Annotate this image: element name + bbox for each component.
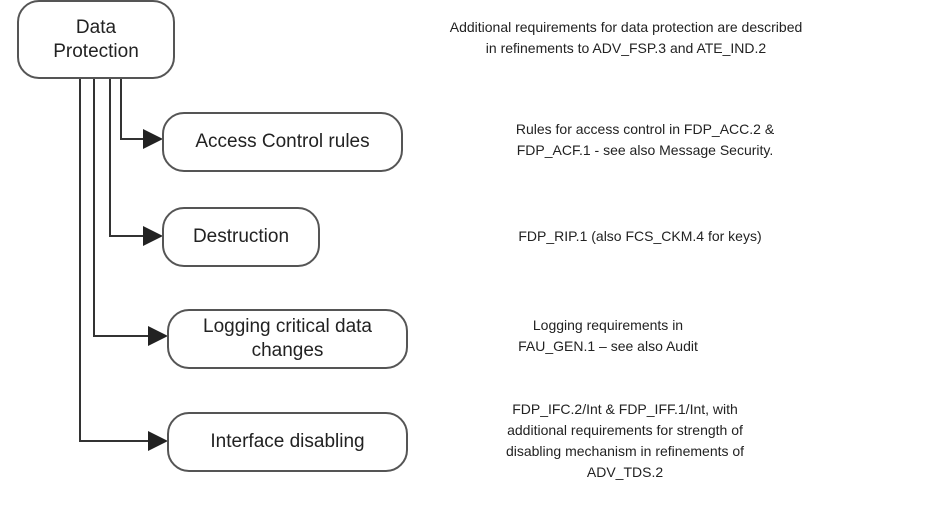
note-line: Additional requirements for data protect…: [449, 19, 803, 35]
note-line: disabling mechanism in refinements of: [505, 443, 745, 459]
connector-destruction: [109, 78, 163, 246]
node-label: Interface disabling: [210, 431, 365, 452]
note-logging: Logging requirements in FAU_GEN.1 – see …: [518, 315, 698, 357]
node-label: Destruction: [192, 226, 290, 247]
connector-logging: [93, 78, 168, 346]
node-label: Access Control rules: [195, 131, 370, 152]
note-line: Logging requirements in: [532, 317, 684, 333]
note-line: FDP_RIP.1 (also FCS_CKM.4 for keys): [518, 228, 762, 244]
node-logging: Logging critical data changes: [167, 309, 408, 369]
note-line: FDP_IFC.2/Int & FDP_IFF.1/Int, with: [512, 401, 738, 417]
node-access-control: Access Control rules: [162, 112, 403, 172]
root-label-line2: Protection: [53, 40, 139, 62]
note-line: additional requirements for strength of: [507, 422, 743, 438]
root-node: Data Protection: [17, 0, 175, 79]
note-line: FDP_ACF.1 - see also Message Security.: [516, 142, 774, 158]
connector-interface: [79, 78, 168, 451]
note-line: ADV_TDS.2: [586, 464, 664, 480]
note-interface: FDP_IFC.2/Int & FDP_IFF.1/Int, with addi…: [506, 399, 744, 483]
note-line: Rules for access control in FDP_ACC.2 &: [515, 121, 775, 137]
note-line: FAU_GEN.1 – see also Audit: [518, 338, 698, 354]
connector-access: [120, 78, 163, 149]
header-note: Additional requirements for data protect…: [450, 17, 803, 59]
root-label-line1: Data: [75, 16, 117, 38]
note-line: in refinements to ADV_FSP.3 and ATE_IND.…: [485, 40, 767, 56]
node-interface: Interface disabling: [167, 412, 408, 472]
note-access-control: Rules for access control in FDP_ACC.2 & …: [516, 119, 774, 161]
note-destruction: FDP_RIP.1 (also FCS_CKM.4 for keys): [518, 226, 761, 247]
node-label: Logging critical data changes: [203, 316, 372, 361]
node-destruction: Destruction: [162, 207, 320, 267]
